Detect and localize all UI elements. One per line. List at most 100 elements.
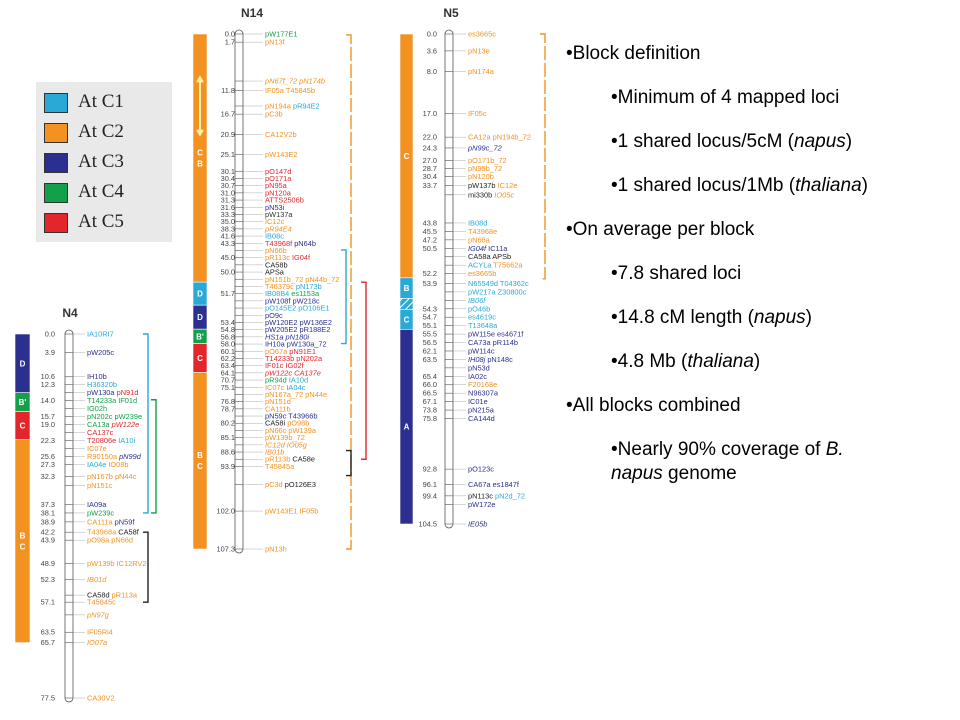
locus-name: T14233b pN202a xyxy=(265,354,323,363)
locus-position: 31.6 xyxy=(221,203,235,212)
locus-name: pW143E2 xyxy=(265,150,297,159)
locus-name: pO145E2 pO106E1 xyxy=(265,304,330,313)
locus-name: N96307a xyxy=(468,389,499,398)
locus-position: 63.4 xyxy=(221,361,235,370)
block-segment xyxy=(399,298,414,311)
note-text: •4.8 Mb ( xyxy=(611,351,688,372)
locus-position: 20.9 xyxy=(221,130,235,139)
note-text: •Block definition xyxy=(566,43,701,64)
locus-position: 3.9 xyxy=(45,348,55,357)
block-label: C xyxy=(20,543,26,552)
locus-name: IA04e IO08b xyxy=(87,460,129,469)
locus-position: 45.5 xyxy=(423,227,437,236)
locus-name: pN13h xyxy=(265,545,287,554)
locus-name: IB01b xyxy=(265,448,284,457)
note-text: ) xyxy=(861,175,868,196)
locus-position: 58.0 xyxy=(221,340,235,349)
locus-position: 70.7 xyxy=(221,376,235,385)
locus-name: IA10RI7 xyxy=(87,330,114,339)
locus-position: 30.7 xyxy=(221,181,235,190)
locus-position: 45.0 xyxy=(221,253,235,262)
locus-name: pW137a xyxy=(265,210,293,219)
locus-name: es3665c xyxy=(468,30,496,39)
legend-label: At C5 xyxy=(78,211,124,232)
block-label: D xyxy=(197,290,203,299)
locus-name: pW115e es4671f xyxy=(468,330,524,339)
locus-position: 15.7 xyxy=(41,412,55,421)
locus-position: 32.3 xyxy=(41,472,55,481)
locus-position: 35.0 xyxy=(221,217,235,226)
locus-position: 42.2 xyxy=(41,528,55,537)
locus-name: ACYLa T75662a xyxy=(468,261,523,270)
locus-name: CA111b xyxy=(265,404,291,413)
locus-position: 51.7 xyxy=(221,289,235,298)
locus-position: 31.0 xyxy=(221,188,235,197)
legend-item: At C5 xyxy=(44,210,172,236)
locus-position: 30.1 xyxy=(221,167,235,176)
locus-name: CA12a pN194b_72 xyxy=(468,133,531,142)
locus-name: pW172e xyxy=(468,500,496,509)
locus-name: pR94E4 xyxy=(264,224,292,233)
locus-position: 65.7 xyxy=(41,638,55,647)
locus-position: 19.0 xyxy=(41,420,55,429)
homology-bracket xyxy=(151,399,157,514)
locus-position: 56.8 xyxy=(221,332,235,341)
legend-label: At C3 xyxy=(78,151,124,172)
locus-name: IC07e xyxy=(87,444,107,453)
locus-name: pN59c T43966b xyxy=(265,412,317,421)
locus-position: 75.8 xyxy=(423,414,437,423)
locus-position: 62.2 xyxy=(221,354,235,363)
note-text: ) xyxy=(845,131,853,152)
locus-name: IH10a pW130a_72 xyxy=(265,340,327,349)
locus-position: 17.0 xyxy=(423,109,437,118)
locus-name: CA144d xyxy=(468,414,495,423)
locus-name: IC12d IO05g xyxy=(265,440,308,449)
locus-name: IH10b xyxy=(87,372,107,381)
note-text: ) xyxy=(805,307,812,328)
locus-name: IC12c xyxy=(265,217,285,226)
block-notes: •Block definition•Minimum of 4 mapped lo… xyxy=(566,0,960,720)
locus-position: 63.5 xyxy=(41,628,55,637)
locus-name: CA111a pN59f xyxy=(87,517,135,526)
locus-name: T43968a CA58f xyxy=(87,528,140,537)
locus-name: CA58b xyxy=(265,260,288,269)
locus-name: T14233a IF01d xyxy=(87,396,137,405)
locus-position: 88.6 xyxy=(221,448,235,457)
block-label: B xyxy=(20,532,26,541)
locus-name: pW143E1 IF05b xyxy=(265,507,318,516)
span-arrow-head xyxy=(196,129,204,137)
locus-position: 0.0 xyxy=(225,30,235,39)
locus-name: IC07c IA04c xyxy=(265,383,306,392)
locus-position: 56.5 xyxy=(423,338,437,347)
locus-position: 43.9 xyxy=(41,536,55,545)
note-text: genome xyxy=(662,463,737,484)
legend-label: At C2 xyxy=(78,121,124,142)
note-line: •7.8 shared loci xyxy=(611,262,741,286)
block-label: B xyxy=(197,160,203,169)
locus-position: 93.9 xyxy=(221,462,235,471)
block-label: B xyxy=(197,451,203,460)
note-text: ) xyxy=(753,351,761,372)
locus-position: 28.7 xyxy=(423,164,437,173)
locus-position: 73.8 xyxy=(423,406,437,415)
locus-name: IH08j pN148c xyxy=(468,355,513,364)
locus-name: pR94d IA10d xyxy=(265,376,308,385)
locus-position: 77.5 xyxy=(41,694,55,703)
locus-position: 76.8 xyxy=(221,397,235,406)
locus-name: F20168e xyxy=(468,380,497,389)
locus-position: 11.8 xyxy=(221,86,235,95)
locus-name: pN113c pN2d_72 xyxy=(468,491,525,500)
locus-position: 48.9 xyxy=(41,559,55,568)
locus-name: CA12V2b xyxy=(265,130,297,139)
locus-position: 25.6 xyxy=(41,452,55,461)
homology-bracket xyxy=(361,281,367,460)
locus-name: IA02c xyxy=(468,372,487,381)
chromosome xyxy=(444,29,454,529)
locus-position: 38.9 xyxy=(41,517,55,526)
note-text: •1 shared locus/5cM ( xyxy=(611,131,795,152)
note-text: •7.8 shared loci xyxy=(611,263,742,284)
locus-position: 67.1 xyxy=(423,397,437,406)
locus-position: 54.3 xyxy=(423,304,437,313)
